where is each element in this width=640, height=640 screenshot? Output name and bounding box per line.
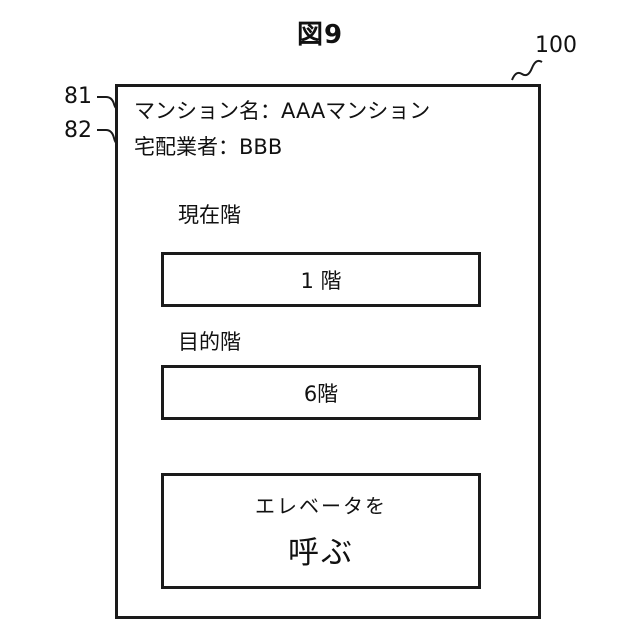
destination-floor-value: 6階 [304, 378, 338, 408]
delivery-company-text: 宅配業者：BBB [134, 137, 282, 158]
destination-floor-label: 目的階 [178, 332, 241, 353]
ref-numeral-82: 82 [64, 120, 92, 142]
call-button-line2: 呼ぶ [288, 527, 354, 572]
current-floor-field[interactable]: 1 階 [161, 252, 481, 307]
ref-numeral-81: 81 [64, 86, 92, 108]
call-button-line1: エレベータを [255, 490, 387, 519]
mansion-name-text: マンション名：AAAマンション [134, 101, 430, 122]
leader-100 [512, 61, 542, 80]
destination-floor-field[interactable]: 6階 [161, 365, 481, 420]
current-floor-label: 現在階 [178, 205, 241, 226]
call-elevator-button[interactable]: エレベータを 呼ぶ [161, 473, 481, 589]
ref-numeral-100: 100 [535, 35, 577, 57]
current-floor-value: 1 階 [300, 265, 341, 295]
